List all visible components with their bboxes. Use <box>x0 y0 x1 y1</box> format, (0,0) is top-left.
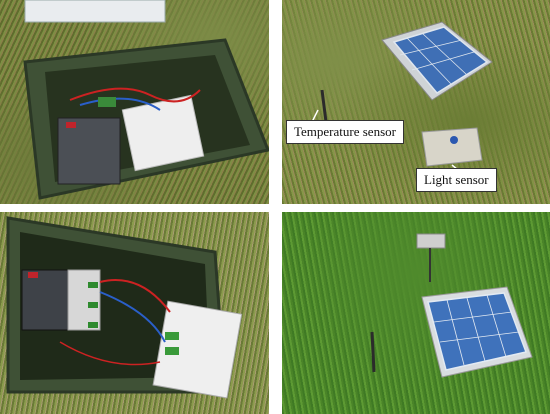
solar-illustration-bottom-right <box>370 233 533 378</box>
temperature-probe <box>370 331 376 373</box>
controller-box <box>121 94 205 172</box>
photo-top-right: Temperature sensor Light sensor <box>282 0 550 204</box>
solar-panel <box>392 26 489 94</box>
photo-bottom-left <box>0 212 269 414</box>
relay-module <box>67 269 101 331</box>
photo-top-left <box>0 0 269 204</box>
temperature-probe <box>320 89 328 123</box>
light-sensor-board <box>416 233 446 249</box>
battery <box>21 269 69 331</box>
photo-bottom-right <box>282 212 550 414</box>
solar-illustration-top-right <box>311 21 493 171</box>
light-sensor-board <box>421 127 483 167</box>
temperature-sensor-label: Temperature sensor <box>286 120 404 144</box>
light-sensor-label: Light sensor <box>416 168 497 192</box>
controller-box <box>152 300 243 399</box>
battery <box>57 117 121 185</box>
box-illustration-bottom-left <box>6 216 243 399</box>
solar-panel <box>427 292 528 371</box>
box-illustration-top-left <box>23 0 269 200</box>
